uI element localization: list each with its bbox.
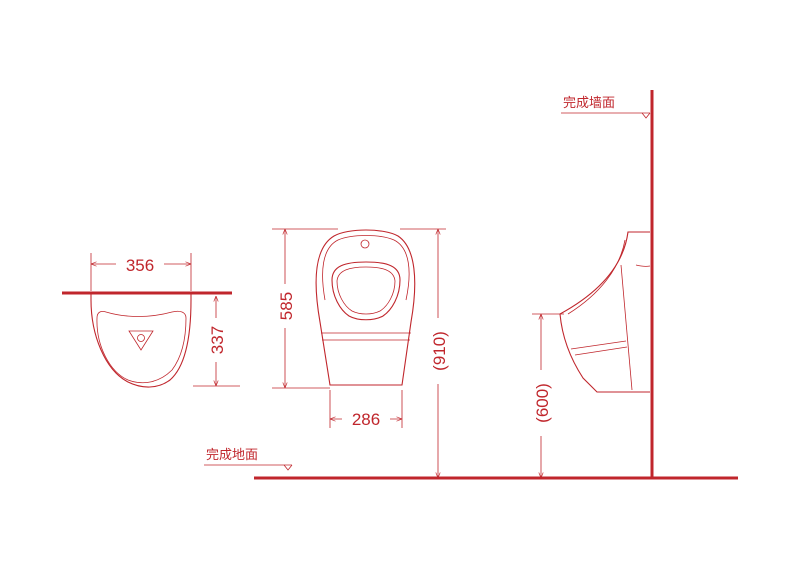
dim-front-height: 585	[277, 292, 296, 320]
dim-mount-height: (600)	[533, 383, 552, 423]
floor-finish-tick	[283, 464, 293, 471]
floor-finish-callout: 完成地面	[204, 448, 293, 471]
side-view: (600)	[254, 90, 738, 480]
dim-356-mask	[116, 254, 164, 274]
side-view-back-line	[620, 264, 633, 391]
front-view-inner-contour	[322, 235, 410, 301]
front-view-bowl-inner	[336, 266, 396, 315]
dim-286-mask	[342, 408, 390, 428]
floor-finish-label: 完成地面	[206, 448, 258, 463]
side-view-mount-line	[635, 264, 651, 267]
dim-top-width: 356	[126, 256, 154, 275]
dim-600-mask	[531, 370, 553, 436]
top-view: 356 337	[62, 253, 240, 388]
top-view-drain	[128, 330, 154, 351]
side-view-panel-line	[570, 340, 627, 350]
front-view-bowl-opening	[331, 261, 401, 321]
wall-finish-label: 完成墙面	[563, 96, 615, 111]
top-view-outer-outline	[90, 293, 192, 388]
wall-finish-callout: 完成墙面	[561, 96, 651, 119]
dim-top-depth: 337	[208, 326, 227, 354]
side-view-outer-profile	[559, 231, 650, 393]
front-view: 585 286 (910)	[272, 228, 450, 478]
front-view-flush-hole	[360, 239, 370, 249]
side-view-panel-line-2	[574, 346, 628, 356]
top-view-drain-hole	[137, 334, 145, 342]
dim-337-mask	[206, 318, 228, 362]
dim-total-height: (910)	[430, 331, 449, 371]
dim-front-base-width: 286	[352, 410, 380, 429]
dim-585-mask	[275, 284, 297, 328]
wall-finish-tick	[641, 112, 651, 119]
dim-910-mask	[428, 318, 450, 384]
side-view-rim-line	[567, 239, 626, 315]
top-view-inner-bowl	[96, 310, 187, 384]
front-view-outer-outline	[315, 229, 416, 386]
